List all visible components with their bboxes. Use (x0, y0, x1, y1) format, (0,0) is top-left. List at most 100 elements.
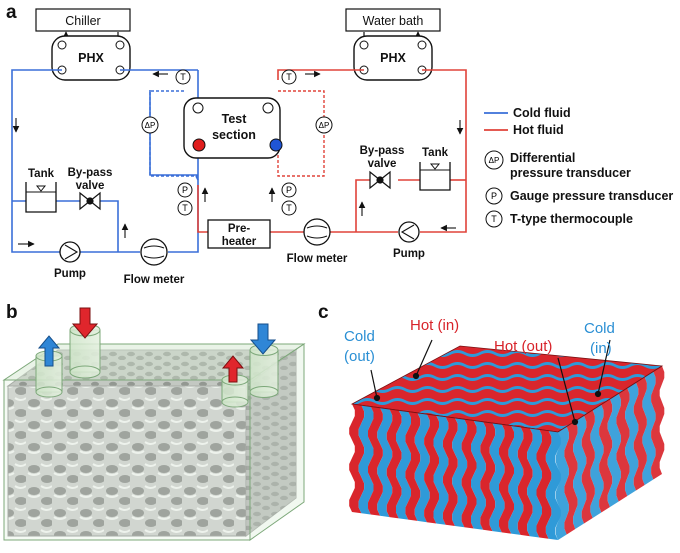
valve-right: By-pass valve (360, 145, 405, 190)
channel-stripe-side (573, 415, 587, 529)
legend-dp-1: Differential (510, 151, 575, 165)
channel-stripe-side (555, 426, 569, 540)
sensor-t-3: T (182, 203, 188, 213)
channel-stripe-side (616, 388, 630, 502)
pump-left-label: Pump (54, 268, 86, 280)
channel-stripe-front (396, 410, 411, 520)
sensor-t-4: T (286, 203, 292, 213)
test-section: Test section (183, 97, 283, 159)
channel-stripe-front (461, 419, 477, 529)
label-hot-in: Hot (in) (410, 317, 459, 334)
flow-meter-left: Flow meter (124, 238, 185, 286)
channel-stripe-front (405, 411, 421, 521)
sensor-dp-2: ΔP (319, 121, 330, 130)
pre-heater: Pre- heater (207, 219, 271, 249)
cold-in-arrow (249, 323, 277, 355)
channel-side-face (555, 366, 665, 540)
channel-stripe-front (508, 425, 524, 535)
legend-dp-2: pressure transducer (510, 166, 631, 180)
flow-meter-left-label: Flow meter (124, 274, 185, 286)
panel-c-label: c (318, 302, 329, 323)
channel-stripe-front (433, 415, 449, 525)
pump-right-label: Pump (393, 248, 425, 260)
cold-out-arrow (37, 335, 61, 367)
sensor-p-1: P (182, 185, 188, 195)
channel-stripe-side (607, 393, 621, 507)
flow-arrows-b (37, 307, 277, 383)
channel-stripe-front (452, 418, 468, 528)
valve-left-label-1: By-pass (68, 167, 113, 179)
valve-right-label-1: By-pass (360, 145, 405, 157)
channel-stripe-front (368, 406, 383, 516)
channel-stripe-side (599, 399, 613, 513)
hot-in-arrow (71, 307, 99, 339)
tank-right: Tank (419, 147, 451, 191)
channel-stripe-front (377, 407, 393, 518)
hot-port (192, 138, 206, 152)
phx-left: PHX (51, 35, 131, 81)
pump-left: Pump (54, 241, 86, 280)
pump-right: Pump (393, 221, 425, 260)
panel-a-label: a (6, 2, 17, 23)
hot-loop-dashed (277, 90, 325, 177)
channel-stripe-front (489, 423, 505, 533)
hot-loop (197, 69, 467, 233)
label-hot-out: Hot (out) (494, 338, 552, 355)
channel-stripe-side (633, 377, 647, 491)
sensor-t-1: T (180, 72, 186, 82)
flow-meter-right-label: Flow meter (287, 253, 348, 265)
sensor-p-2: P (286, 185, 292, 195)
hot-out-arrow (221, 355, 245, 383)
phx-right-label: PHX (380, 51, 406, 65)
legend-t-symbol: T (491, 214, 497, 224)
channel-stripe-side (581, 410, 595, 524)
pre-heater-label-1: Pre- (228, 223, 251, 235)
chiller-box (35, 8, 131, 32)
sensor-dp-1: ΔP (145, 121, 156, 130)
channel-stripe-side (651, 366, 665, 480)
tank-left: Tank (25, 168, 57, 213)
channel-stripe-front (358, 405, 374, 515)
legend-dp-symbol: ΔP (489, 156, 500, 165)
legend-cold-fluid: Cold fluid (513, 106, 571, 120)
panel-b-label: b (6, 302, 18, 323)
channel-stripe-side (590, 404, 604, 518)
legend-t: T-type thermocouple (510, 212, 633, 226)
channel-front-face (349, 404, 561, 540)
label-cold-in-1: Cold (584, 320, 615, 337)
channel-stripe-front (471, 420, 486, 530)
channel-stripe-front (545, 430, 561, 540)
water-bath-box (345, 8, 441, 32)
channel-stripe-front (349, 404, 365, 514)
channel-stripe-front (480, 421, 496, 532)
chiller-label: Chiller (65, 14, 100, 28)
tank-left-label: Tank (28, 168, 55, 180)
channel-stripe-front (442, 416, 458, 526)
flow-arrows (12, 70, 464, 248)
channel-stripe-front (424, 414, 439, 524)
cold-loop (11, 69, 199, 253)
pre-heater-label-2: heater (222, 236, 257, 248)
exchanger-model (2, 307, 306, 541)
flow-meter-right: Flow meter (287, 218, 348, 265)
sensors: T T ΔP ΔP P T P T (141, 69, 333, 216)
channel-stripe-side (564, 421, 578, 535)
tank-right-label: Tank (422, 147, 449, 159)
channel-stripe-side (625, 382, 639, 496)
valve-right-label-2: valve (368, 158, 397, 170)
channel-stripe-side (642, 371, 656, 485)
channel-stripe-front (499, 424, 514, 534)
test-section-label-1: Test (222, 112, 248, 126)
channel-stripe-front (414, 412, 430, 523)
valve-left: By-pass valve (68, 167, 113, 211)
legend-hot-fluid: Hot fluid (513, 123, 564, 137)
legend-p-symbol: P (491, 191, 497, 201)
phx-left-label: PHX (78, 51, 104, 65)
cold-port (269, 138, 283, 152)
label-cold-out-2: (out) (344, 348, 375, 365)
valve-left-label-2: valve (76, 180, 105, 192)
phx-right: PHX (353, 35, 433, 81)
water-bath-label: Water bath (363, 14, 424, 28)
test-section-label-2: section (212, 128, 256, 142)
